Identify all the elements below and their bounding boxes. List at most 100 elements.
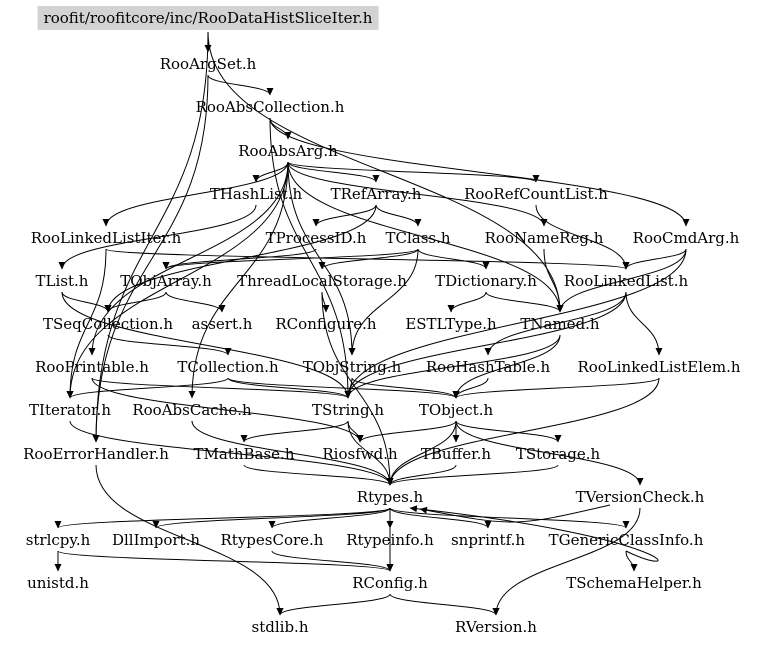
node-roonamereg[interactable]: RooNameReg.h — [484, 229, 604, 247]
node-roorefcountlist[interactable]: RooRefCountList.h — [464, 185, 608, 203]
edge-57 — [386, 377, 660, 486]
edge-31 — [622, 248, 687, 270]
node-dllimport[interactable]: DllImport.h — [111, 531, 201, 549]
node-tmathbase[interactable]: TMathBase.h — [193, 445, 295, 463]
edge-87 — [276, 593, 391, 616]
edge-8 — [252, 161, 289, 183]
node-threadlocalstorage[interactable]: ThreadLocalStorage.h — [237, 272, 407, 290]
edge-33 — [344, 248, 687, 399]
node-rooabsarg[interactable]: RooAbsArg.h — [238, 142, 338, 160]
edge-11 — [102, 161, 289, 227]
node-tnamed[interactable]: TNamed.h — [520, 315, 600, 333]
node-strlcpy[interactable]: strlcpy.h — [25, 531, 91, 549]
edge-21 — [375, 204, 422, 227]
edge-23 — [66, 248, 107, 399]
node-snprintf[interactable]: snprintf.h — [450, 531, 526, 549]
edge-9 — [287, 161, 380, 183]
edge-85 — [625, 550, 638, 572]
node-rtypeinfo[interactable]: Rtypeinfo.h — [346, 531, 434, 549]
edge-68 — [95, 464, 284, 616]
edge-16 — [66, 161, 289, 399]
node-tbuffer[interactable]: TBuffer.h — [420, 445, 492, 463]
edge-50 — [66, 377, 229, 399]
node-roolinkedlistelem[interactable]: RooLinkedListElem.h — [577, 358, 741, 376]
node-titerator[interactable]: TIterator.h — [29, 401, 111, 419]
node-thashlist[interactable]: THashList.h — [209, 185, 303, 203]
edge-26 — [417, 248, 490, 270]
node-tcollection[interactable]: TCollection.h — [177, 358, 279, 376]
edge-22 — [535, 204, 630, 270]
node-riosfwd[interactable]: Riosfwd.h — [322, 445, 398, 463]
node-rooargset[interactable]: RooArgSet.h — [159, 55, 257, 73]
node-tobject[interactable]: TObject.h — [418, 401, 494, 419]
root-node[interactable]: roofit/roofitcore/inc/RooDataHistSliceIt… — [37, 6, 379, 30]
node-roohashtable[interactable]: RooHashTable.h — [425, 358, 551, 376]
node-estltype[interactable]: ESTLType.h — [405, 315, 497, 333]
edge-75 — [152, 507, 391, 529]
edge-28 — [348, 248, 419, 356]
node-rtypescore[interactable]: RtypesCore.h — [220, 531, 324, 549]
edge-30 — [543, 248, 564, 313]
edge-86 — [409, 505, 659, 562]
edge-73 — [492, 507, 641, 616]
node-tseqcollection[interactable]: TSeqCollection.h — [42, 315, 174, 333]
node-roolinkedlist[interactable]: RooLinkedList.h — [563, 272, 689, 290]
edge-46 — [344, 334, 561, 399]
node-tstorage[interactable]: TStorage.h — [515, 445, 601, 463]
node-tobjstring[interactable]: TObjString.h — [302, 358, 402, 376]
node-tversioncheck[interactable]: TVersionCheck.h — [575, 488, 705, 506]
edge-34 — [61, 291, 112, 313]
edge-32 — [556, 248, 687, 313]
node-rooerrorhandler[interactable]: RooErrorHandler.h — [23, 445, 169, 463]
edge-37 — [165, 291, 226, 313]
node-rconfig[interactable]: RConfig.h — [352, 574, 428, 592]
node-roocmdarg[interactable]: RooCmdArg.h — [632, 229, 740, 247]
node-tobjarray[interactable]: TObjArray.h — [120, 272, 212, 290]
edge-53 — [344, 377, 353, 399]
edge-36 — [104, 291, 167, 313]
edge-27 — [318, 248, 419, 270]
node-rooabscache[interactable]: RooAbsCache.h — [132, 401, 252, 419]
edge-67 — [386, 420, 457, 486]
edge-79 — [389, 507, 630, 529]
node-tschemahelper[interactable]: TSchemaHelper.h — [566, 574, 702, 592]
edge-49 — [91, 377, 352, 399]
node-rconfigure[interactable]: RConfigure.h — [275, 315, 377, 333]
edge-35 — [61, 291, 352, 399]
node-tgenericclassinfo[interactable]: TGenericClassInfo.h — [548, 531, 704, 549]
node-rooprintable[interactable]: RooPrintable.h — [35, 358, 149, 376]
edge-69 — [243, 464, 394, 486]
node-roolinkedlistiter[interactable]: RooLinkedListIter.h — [30, 229, 182, 247]
node-rooabscollection[interactable]: RooAbsCollection.h — [195, 98, 345, 116]
edge-42 — [625, 291, 663, 356]
node-rversion[interactable]: RVersion.h — [455, 618, 537, 636]
edge-62 — [347, 420, 394, 486]
edge-4 — [92, 74, 209, 443]
edge-74 — [54, 507, 391, 529]
node-tprocessid[interactable]: TProcessID.h — [265, 229, 367, 247]
edge-63 — [356, 420, 457, 443]
node-tstring[interactable]: TString.h — [312, 401, 384, 419]
edge-56 — [452, 377, 660, 399]
edge-43 — [484, 291, 627, 356]
edge-18 — [58, 204, 257, 270]
edge-1 — [92, 31, 209, 443]
edge-55 — [452, 377, 489, 399]
edge-66 — [455, 420, 644, 486]
edge-6 — [269, 117, 690, 227]
node-assert[interactable]: assert.h — [191, 315, 253, 333]
node-stdlib[interactable]: stdlib.h — [251, 618, 309, 636]
node-tdictionary[interactable]: TDictionary.h — [435, 272, 537, 290]
node-tlist[interactable]: TList.h — [35, 272, 89, 290]
node-trefarray[interactable]: TRefArray.h — [330, 185, 422, 203]
edge-58 — [69, 420, 394, 486]
edge-13 — [287, 161, 564, 313]
edge-41 — [447, 291, 487, 313]
edge-12 — [287, 161, 548, 227]
node-tclass[interactable]: TClass.h — [385, 229, 451, 247]
edge-25 — [162, 248, 317, 270]
node-unistd[interactable]: unistd.h — [27, 574, 89, 592]
node-rtypes[interactable]: Rtypes.h — [356, 488, 424, 506]
edge-14 — [88, 161, 289, 356]
edge-61 — [240, 420, 349, 443]
